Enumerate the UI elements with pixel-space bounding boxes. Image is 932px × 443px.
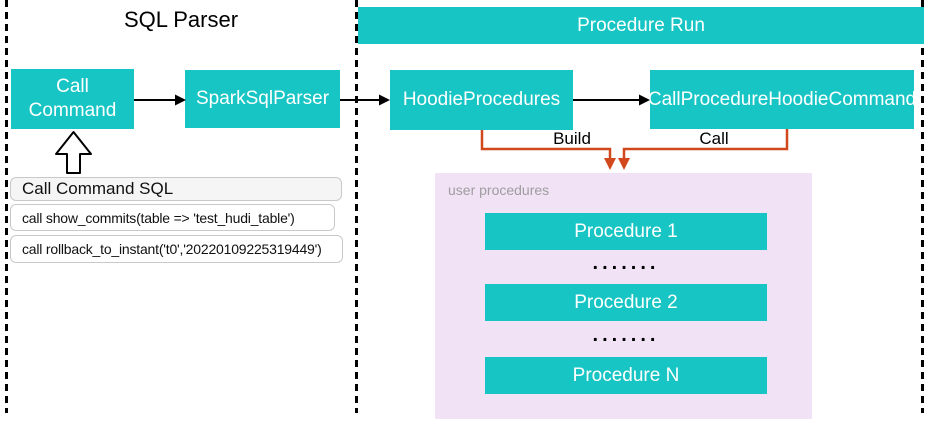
node-call-procedure-hoodie-command: CallProcedureHoodieCommand — [648, 70, 916, 129]
user-procedures-container: user procedures Procedure 1 ....... Proc… — [435, 173, 812, 419]
section-title-procedure-run: Procedure Run — [358, 7, 924, 44]
ellipsis-dots: ....... — [592, 252, 660, 274]
node-spark-sql-parser: SparkSqlParser — [185, 70, 340, 128]
user-procedures-label: user procedures — [448, 182, 550, 198]
dashed-divider-left — [5, 0, 8, 413]
node-procedure-1: Procedure 1 — [485, 213, 767, 250]
dashed-divider-right — [921, 0, 924, 413]
dashed-divider-middle — [355, 0, 358, 413]
edge-label-build: Build — [553, 129, 591, 148]
arrow-call-command-to-sparksqlparser — [134, 94, 186, 106]
sql-card-header: Call Command SQL — [10, 177, 342, 201]
sql-card-row: call rollback_to_instant('t0','202201092… — [10, 235, 343, 263]
edge-label-call: Call — [699, 129, 729, 148]
node-procedure-n: Procedure N — [485, 357, 767, 394]
section-title-sql-parser: SQL Parser — [123, 7, 239, 32]
sql-card-row: call show_commits(table => 'test_hudi_ta… — [10, 204, 335, 231]
arrow-hoodieprocedures-to-callprocedurehoodiecommand — [573, 94, 650, 106]
arrow-sparksqlparser-to-hoodieprocedures — [340, 94, 390, 106]
ellipsis-dots: ....... — [592, 324, 660, 346]
hollow-up-arrow — [55, 131, 92, 174]
node-procedure-2: Procedure 2 — [485, 284, 767, 321]
node-hoodie-procedures: HoodieProcedures — [390, 70, 573, 130]
node-call-command: Call Command — [11, 69, 134, 129]
